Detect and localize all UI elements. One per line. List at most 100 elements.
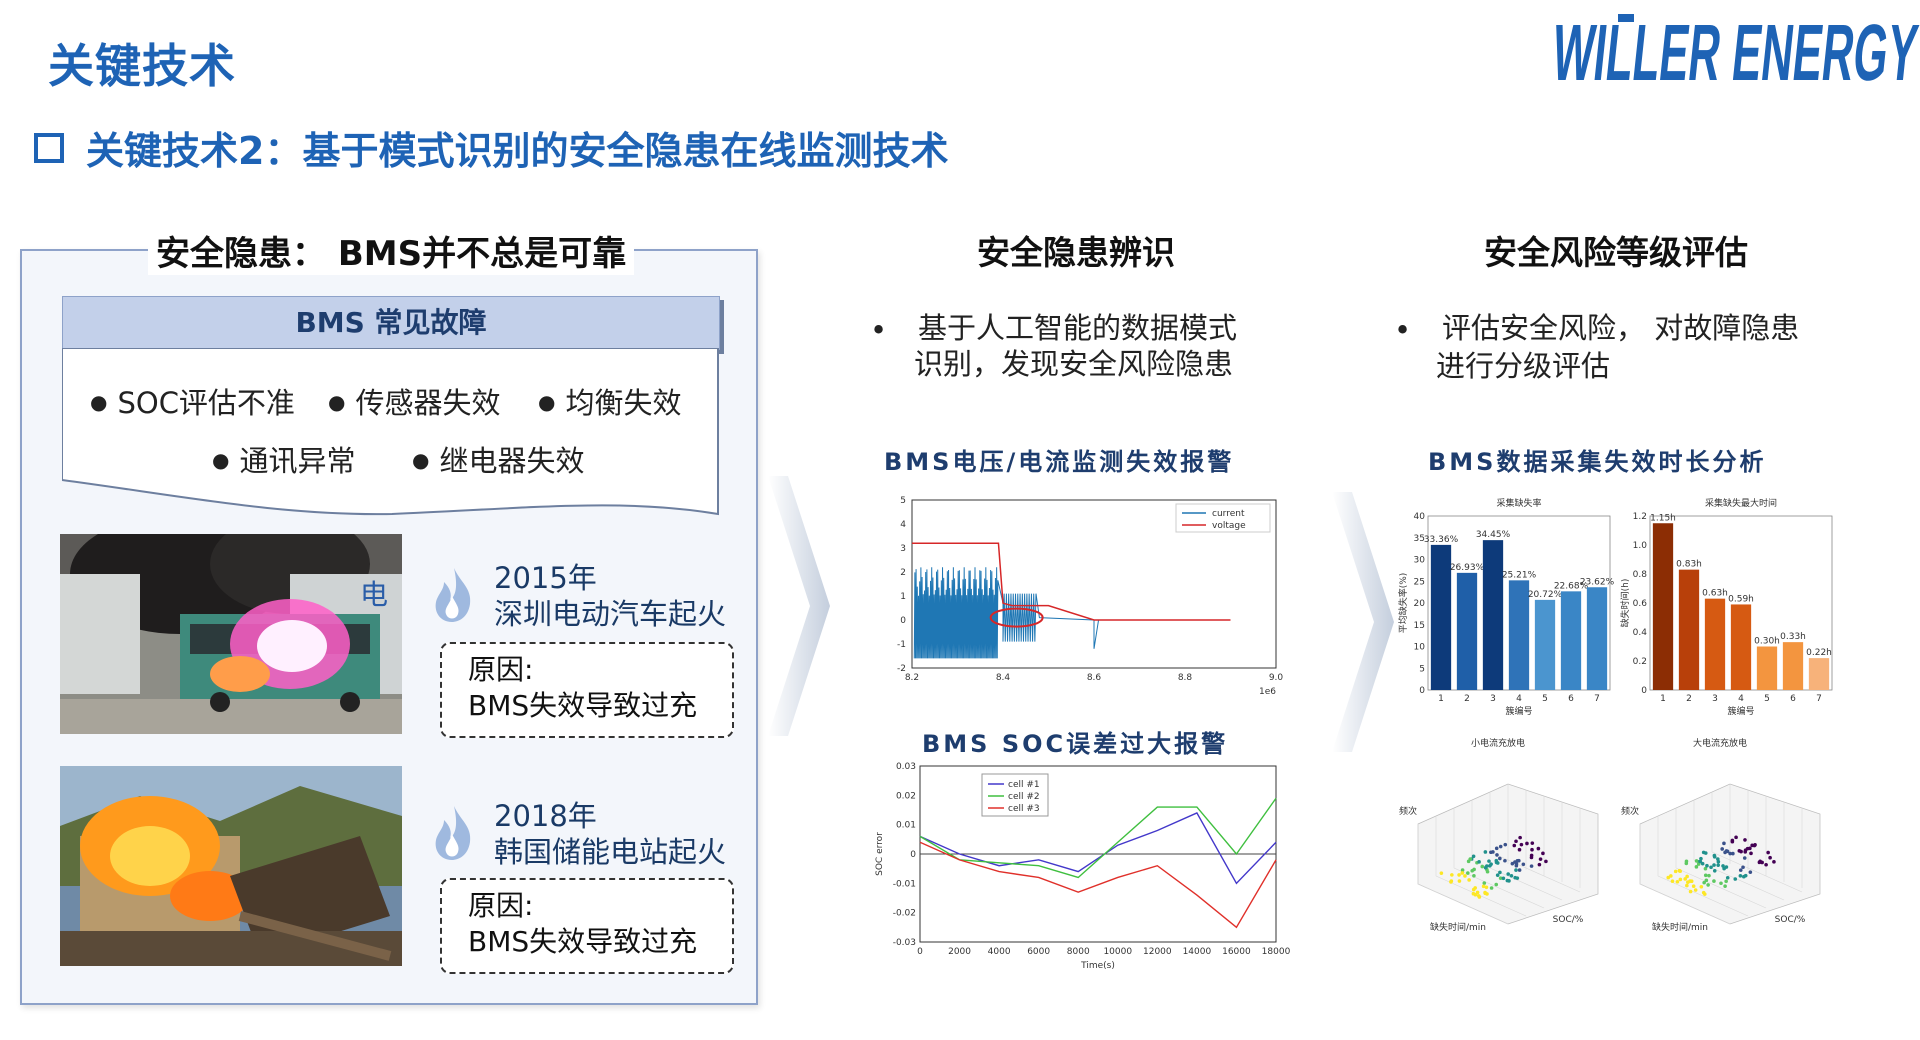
- scatter-point: [1743, 838, 1747, 842]
- y-axis-label: 平均缺失率(%): [1398, 573, 1409, 634]
- scatter-point: [1482, 881, 1487, 885]
- x-tick-label: 8.2: [905, 673, 919, 683]
- y-tick-label: -0.03: [893, 938, 916, 948]
- x-tick-label: 2: [1686, 694, 1692, 704]
- z-axis-label: 频次: [1399, 805, 1417, 817]
- scatter-point: [1536, 846, 1541, 851]
- fault-list-card: [62, 348, 720, 516]
- svg-text:WILLER ENERGY: WILLER ENERGY: [1549, 8, 1920, 97]
- scatter-point: [1688, 889, 1693, 894]
- y-tick-label: 0: [1641, 686, 1647, 696]
- legend-label: cell #3: [1008, 804, 1040, 814]
- chart-caption: BMS SOC误差过大报警: [922, 730, 1229, 758]
- scatter-point: [1521, 862, 1526, 867]
- scatter-point: [1483, 850, 1488, 854]
- bar: [1508, 580, 1530, 690]
- scatter-point: [1678, 869, 1682, 874]
- middle-heading: 安全隐患辨识: [977, 233, 1175, 272]
- middle-bullet-line: 识别，发现安全风险隐患: [914, 347, 1234, 381]
- scatter-point: [1468, 857, 1473, 861]
- scatter-point: [1722, 841, 1726, 846]
- scatter-point: [1749, 851, 1753, 856]
- y-tick-label: -0.02: [893, 909, 916, 919]
- scatter-point: [1760, 860, 1764, 865]
- chevron-right-icon: [1332, 492, 1394, 752]
- company-logo: WILLER ENERGY: [1549, 8, 1920, 97]
- y-tick-label: 1: [900, 592, 906, 602]
- page-title: 关键技术: [48, 39, 236, 93]
- x-tick-label: 1: [1438, 694, 1444, 704]
- scatter-point: [1463, 874, 1467, 878]
- scatter-point: [1471, 887, 1476, 892]
- scatter-point: [1743, 848, 1748, 852]
- scatter-point: [1518, 835, 1522, 840]
- scatter-point: [1513, 875, 1518, 880]
- data-label: 20.72%: [1528, 590, 1563, 600]
- x-tick-label: 4: [1516, 694, 1522, 704]
- scatter-point: [1731, 851, 1735, 856]
- scatter-point: [1716, 859, 1721, 864]
- bar: [1808, 658, 1830, 690]
- y-axis-label: SOC/%: [1775, 915, 1806, 925]
- y-tick-label: 20: [1414, 599, 1426, 609]
- x-tick-label: 9.0: [1269, 673, 1284, 683]
- series-line-cell1: [919, 812, 1277, 885]
- scatter-point: [1737, 849, 1742, 853]
- y-axis-label: SOC error: [875, 832, 885, 876]
- scatter-point: [1495, 873, 1500, 877]
- scatter-point: [1712, 853, 1717, 858]
- series-line-cell2: [919, 797, 1277, 879]
- scatter-point: [1694, 859, 1699, 863]
- grid-line: [1675, 867, 1767, 909]
- right-bullet-line: 评估安全风险， 对故障隐患: [1442, 311, 1800, 345]
- legend-label: voltage: [1212, 521, 1246, 531]
- scatter-point: [1472, 873, 1476, 878]
- scatter-point: [1510, 861, 1515, 866]
- scatter-point: [1701, 890, 1706, 895]
- scatter-point: [1766, 850, 1770, 855]
- scatter-point: [1481, 884, 1486, 889]
- scatter-point: [1506, 872, 1510, 876]
- data-label: 26.93%: [1450, 563, 1485, 573]
- y-tick-label: 5: [900, 496, 906, 506]
- scatter-point: [1686, 880, 1690, 885]
- scatter-point: [1457, 879, 1462, 883]
- bar: [1430, 544, 1452, 690]
- scatter-point: [1471, 891, 1476, 896]
- grid-line: [1417, 883, 1509, 925]
- y-axis-label: 缺失时间(h): [1620, 579, 1631, 628]
- scatter-point: [1489, 886, 1494, 890]
- scatter-point: [1501, 876, 1506, 881]
- y-tick-label: 0: [910, 850, 916, 860]
- y-tick-label: 1.2: [1633, 512, 1647, 522]
- flame-icon: [435, 806, 471, 860]
- scatter-point: [1470, 868, 1474, 873]
- scatter-point: [1764, 862, 1768, 867]
- legend-box: [981, 773, 1049, 817]
- x-tick-label: 8.6: [1087, 673, 1102, 683]
- scatter-point: [1685, 874, 1689, 879]
- x-tick-label: 6: [1568, 694, 1574, 704]
- scatter-point: [1728, 851, 1732, 856]
- scatter-point: [1724, 879, 1728, 884]
- y-tick-label: 0: [1419, 686, 1425, 696]
- scatter-point: [1730, 838, 1735, 843]
- y-tick-label: 4: [900, 520, 906, 530]
- grid-line: [1693, 859, 1785, 901]
- fault-item: ●SOC评估不准: [90, 386, 295, 420]
- subtitle-text: 关键技术2：基于模式识别的安全隐患在线监测技术: [86, 129, 949, 173]
- scatter-point: [1517, 847, 1522, 852]
- bar: [1652, 523, 1674, 690]
- cause-label: 原因:: [468, 653, 534, 686]
- event-year: 2018年: [494, 799, 597, 833]
- scatter-point: [1699, 856, 1703, 861]
- data-label: 0.22h: [1806, 648, 1832, 658]
- scatter-point: [1457, 873, 1461, 877]
- left-panel-heading: 安全隐患： BMS并不总是可靠: [148, 226, 635, 275]
- scatter-point: [1725, 875, 1730, 880]
- scatter-point: [1450, 873, 1454, 877]
- legend-label: cell #2: [1008, 792, 1040, 802]
- scatter-point: [1707, 873, 1711, 878]
- x-tick-label: 2: [1464, 694, 1470, 704]
